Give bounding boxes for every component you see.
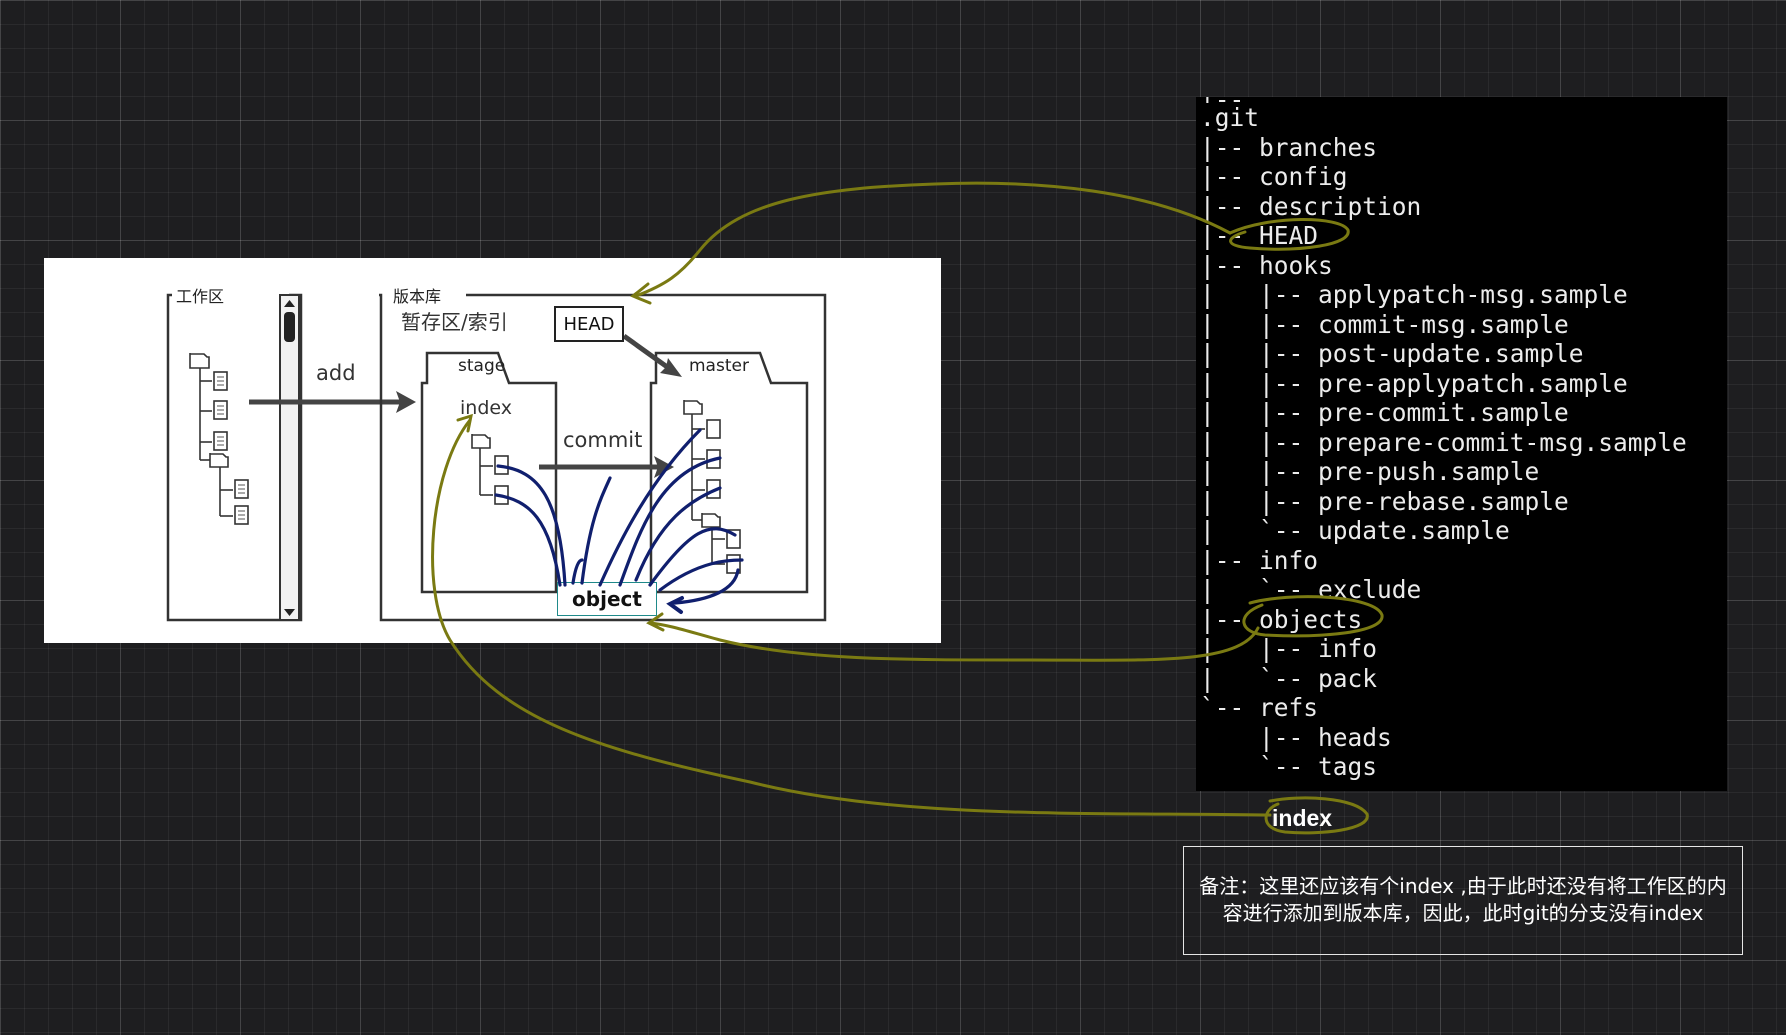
git-directory-tree: |-- ... .git |-- branches |-- config |--…	[1196, 97, 1727, 791]
tree-line: | |-- pre-commit.sample	[1200, 398, 1569, 427]
tree-line: | |-- applypatch-msg.sample	[1200, 280, 1628, 309]
commit-label: commit	[563, 428, 643, 452]
workspace-tree	[189, 353, 249, 525]
workspace-label: 工作区	[172, 283, 229, 307]
git-structure-diagram: 工作区 版本库 暂存区/索引 add commit stage master i…	[44, 258, 941, 643]
tree-line: | `-- update.sample	[1200, 516, 1510, 545]
tree-line: | |-- pre-applypatch.sample	[1200, 368, 1628, 398]
tree-line: | |-- pre-rebase.sample	[1200, 486, 1569, 516]
staging-index-label: 暂存区/索引	[401, 310, 508, 334]
tree-line: |-- hooks	[1200, 250, 1333, 280]
scroll-thumb	[284, 312, 295, 342]
tree-line: | |-- prepare-commit-msg.sample	[1200, 427, 1687, 457]
scroll-down-arrow	[284, 609, 295, 616]
tree-line: |-- branches	[1200, 132, 1378, 162]
tree-line: | `-- exclude	[1200, 575, 1422, 604]
tree-line: .git	[1200, 103, 1260, 132]
tree-line: | |-- post-update.sample	[1200, 339, 1584, 368]
tree-line: | |-- info	[1200, 634, 1378, 663]
index-label-in-stage: index	[460, 397, 512, 419]
add-arrow-head	[396, 391, 416, 413]
tree-line-head: |-- HEAD	[1200, 221, 1319, 250]
repository-label: 版本库	[389, 283, 446, 307]
tree-line: `-- tags	[1200, 752, 1378, 781]
stage-folder	[420, 351, 558, 594]
note-box: 备注：这里还应该有个index ,由于此时还没有将工作区的内容进行添加到版本库，…	[1183, 846, 1743, 955]
add-label: add	[316, 361, 356, 385]
scroll-up-arrow	[284, 300, 295, 307]
stage-tab-label: stage	[458, 356, 506, 376]
tree-line: |-- info	[1200, 545, 1319, 575]
tree-line: | |-- commit-msg.sample	[1200, 309, 1569, 339]
tree-line: `-- refs	[1200, 693, 1319, 722]
workspace-scrollbar	[279, 294, 300, 621]
tree-line: | `-- pack	[1200, 663, 1378, 693]
head-arrow-line	[622, 333, 672, 372]
index-annotation-label: index	[1272, 805, 1333, 831]
tree-line: | |-- pre-push.sample	[1200, 457, 1540, 486]
tree-line: |-- config	[1200, 162, 1348, 191]
file-lines	[217, 376, 245, 520]
head-arrow-head	[660, 358, 682, 377]
object-box: object	[557, 582, 657, 616]
tree-line-objects: |-- objects	[1200, 604, 1363, 634]
tree-line: |-- heads	[1200, 722, 1392, 752]
tree-line-cut-top: |-- ...	[1200, 97, 1727, 103]
head-box: HEAD	[554, 306, 624, 342]
tree-line: |-- description	[1200, 191, 1422, 221]
master-tab-label: master	[689, 356, 749, 376]
